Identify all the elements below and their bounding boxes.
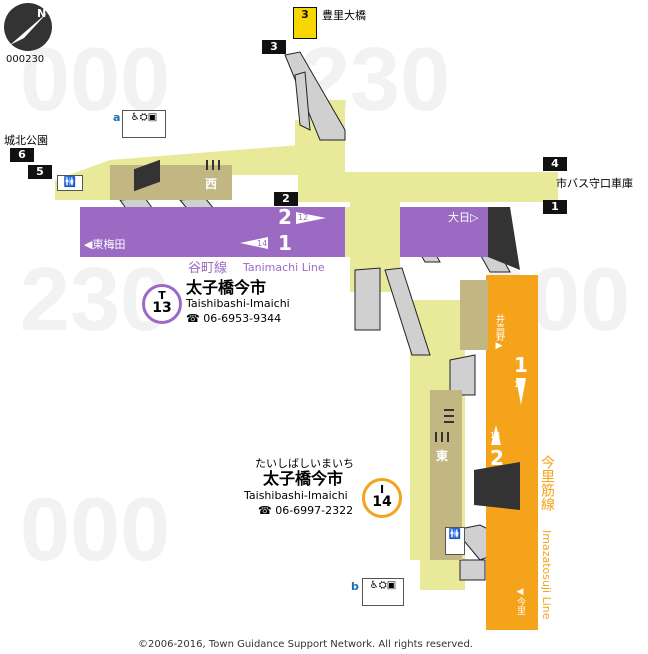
exit-3-destination: 豊里大橋 [322,9,366,22]
station-code-letter: I [379,483,385,496]
wheelchair-icon: ♿ [369,580,379,591]
tanimachi-car-14: 14 [257,239,268,248]
map-code: 000230 [6,54,45,65]
exit-6[interactable]: 6 [10,148,34,162]
imazatosuji-arrow-south [516,378,526,405]
elevator-icon: ▣ [147,112,158,123]
platform-elevator-icons [134,159,516,498]
exit-3-elevator[interactable]: 3 [293,7,317,39]
tanimachi-station-name-ja: 太子橋今市 [186,278,267,297]
imazatosuji-track-2: 2 [490,446,504,470]
imazatosuji-line-name-en: Imazatosuji Line [540,530,553,620]
facility-a-label: a [113,111,121,124]
imazatosuji-direction-north: 井高野▶ [494,314,504,351]
tanimachi-station-phone: ☎ 06-6953-9344 [186,312,282,325]
exit-5[interactable]: 5 [28,165,52,179]
exit-6-destination: 城北公園 [4,134,48,147]
west-gate-label: 西 [205,177,218,191]
svg-text:000: 000 [20,480,170,580]
baby-care-icon: ⛭ [378,580,387,591]
facility-b-label: b [351,580,359,593]
imazatosuji-track-1: 1 [514,353,528,377]
tanimachi-line-name-ja: 谷町線 [188,261,228,276]
gate-marks [206,160,454,442]
tanimachi-track-2: 2 [278,205,292,229]
exit-4[interactable]: 4 [543,157,567,171]
tanimachi-concourse-crossing [345,207,400,257]
exit-1[interactable]: 1 [543,200,567,214]
tanimachi-arrow-west [240,237,268,249]
wheelchair-icon: ♿ [130,112,140,123]
imazatosuji-station-name-ja: 太子橋今市 [263,469,344,488]
compass-icon [4,3,52,51]
imazatosuji-station-name-en: Taishibashi-Imaichi [244,489,348,502]
tanimachi-line-name-en: Tanimachi Line [243,261,325,274]
exit-4-destination: 市バス守口車庫 [556,177,633,190]
tanimachi-platform [80,207,488,257]
compass-label: N [37,7,47,20]
exit-2[interactable]: 2 [274,192,298,206]
east-gate-annex [460,280,488,350]
copyright: ©2006-2016, Town Guidance Support Networ… [138,639,473,650]
station-code-number: 13 [152,300,172,316]
facility-b-box[interactable]: ♿⛭▣ [362,578,404,606]
imazatosuji-platform [486,275,538,630]
imazatosuji-station-phone: ☎ 06-6997-2322 [258,504,354,517]
tanimachi-platform-end [488,207,520,270]
restroom-icon[interactable]: 🚻 [57,175,83,191]
imazatosuji-direction-south: ◀今里 [515,587,525,615]
tanimachi-track-1: 1 [278,231,292,255]
tanimachi-direction-west: ◀東梅田 [84,238,126,251]
station-code-letter: T [158,289,166,302]
imazatosuji-station-code: I 14 [362,478,402,518]
east-gate-label: 東 [436,449,449,463]
elevator-icon: ▣ [386,580,397,591]
west-gate-area [110,165,232,200]
exit-number: 3 [301,8,309,21]
tanimachi-station-name-en: Taishibashi-Imaichi [186,297,290,310]
tanimachi-station-code: T 13 [142,284,182,324]
imazatosuji-arrow-north [491,425,501,445]
tanimachi-direction-east: 大日▷ [448,211,479,224]
imazatosuji-car-15: 15 [514,380,525,389]
imazatosuji-station-reading: たいしばしいまいち [255,457,354,470]
tanimachi-arrow-east [296,212,326,224]
compass-north-arrow-icon [10,12,48,45]
imazatosuji-car-13: 13 [490,431,501,440]
baby-care-icon: ⛭ [139,112,148,123]
exit-3[interactable]: 3 [262,40,286,54]
tanimachi-car-12: 12 [298,213,309,222]
restroom-icon-east[interactable]: 🚻 [445,527,465,555]
imazatosuji-line-name-ja: 今里筋線 [539,455,555,511]
facility-a-box[interactable]: ♿⛭▣ [122,110,166,138]
station-code-number: 14 [372,494,392,510]
